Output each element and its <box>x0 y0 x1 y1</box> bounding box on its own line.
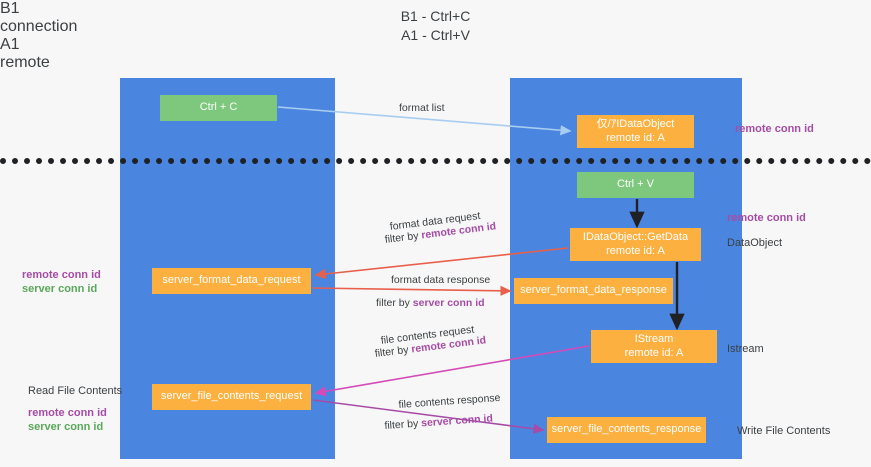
left-label-remote-conn-id-2: remote conn id <box>28 407 107 419</box>
left-label-read-file-contents: Read File Contents <box>28 385 123 397</box>
side-label-remote-conn-id-top: remote conn id <box>735 123 814 135</box>
lane-header-a1-name: A1 <box>0 36 20 53</box>
node-getdata-title: IDataObject::GetData <box>582 231 689 243</box>
node-server-file-contents-request[interactable]: server_file_contents_request <box>152 384 311 410</box>
page-title: B1 - Ctrl+C A1 - Ctrl+V <box>0 7 871 45</box>
lane-header-b1-role: connection <box>0 18 78 35</box>
side-label-istream: Istream <box>727 343 764 355</box>
side-label-write-file-contents: Write File Contents <box>737 425 831 437</box>
node-server-file-contents-response[interactable]: server_file_contents_response <box>547 417 706 443</box>
lane-header-b1-name: B1 <box>0 0 20 17</box>
node-server-format-data-request-label: server_format_data_request <box>162 274 301 287</box>
lane-header-b1: B1 connection <box>0 0 215 36</box>
page-title-line1: B1 - Ctrl+C <box>400 8 471 24</box>
left-label-server-conn-id-1: server conn id <box>22 283 98 295</box>
node-getdata-subtitle: remote id: A <box>606 244 665 257</box>
node-ctrl-c[interactable]: Ctrl + C <box>160 95 277 121</box>
edge-label-file-contents-response-filter: filter by server conn id <box>384 411 493 433</box>
page-title-line2: A1 - Ctrl+V <box>401 27 470 43</box>
node-data-object[interactable]: 仅/ｱIDataObject remote id: A <box>577 115 694 148</box>
node-server-file-contents-response-label: server_file_contents_response <box>551 423 702 436</box>
left-label-remote-conn-id-1: remote conn id <box>22 269 101 281</box>
node-ctrl-c-label: Ctrl + C <box>199 101 238 114</box>
node-istream[interactable]: IStream remote id: A <box>591 330 717 363</box>
node-data-object-title: 仅/ｱIDataObject <box>596 118 675 130</box>
node-server-file-contents-request-label: server_file_contents_request <box>160 390 303 403</box>
side-label-data-object: DataObject <box>727 237 783 249</box>
edge-label-format-data-response: format data response <box>391 274 491 286</box>
lane-header-a1: A1 remote <box>0 36 232 72</box>
section-divider <box>0 158 871 164</box>
filter-key-4: server conn id <box>420 412 494 430</box>
edge-label-format-data-response-filter: filter by server conn id <box>376 296 485 310</box>
node-server-format-data-response[interactable]: server_format_data_response <box>514 278 673 304</box>
node-istream-title: IStream <box>634 333 674 345</box>
filter-prefix-1: filter by <box>384 229 423 246</box>
node-ctrl-v[interactable]: Ctrl + V <box>577 172 694 198</box>
filter-prefix-4: filter by <box>384 417 422 432</box>
node-data-object-subtitle: remote id: A <box>606 131 665 144</box>
node-getdata[interactable]: IDataObject::GetData remote id: A <box>570 228 701 261</box>
left-label-group-format: remote conn id server conn id <box>22 268 101 296</box>
filter-key-2: server conn id <box>412 297 485 309</box>
node-server-format-data-response-label: server_format_data_response <box>520 284 667 297</box>
node-istream-subtitle: remote id: A <box>624 346 684 359</box>
node-ctrl-v-label: Ctrl + V <box>617 178 654 191</box>
edge-format-data-response <box>312 285 512 296</box>
edge-label-format-list: format list <box>399 102 445 114</box>
filter-prefix-3: filter by <box>374 343 413 360</box>
left-label-server-conn-id-2: server conn id <box>28 421 104 433</box>
side-label-remote-conn-id-mid: remote conn id <box>727 212 806 224</box>
left-label-group-file: Read File Contents remote conn id server… <box>28 384 122 434</box>
node-server-format-data-request[interactable]: server_format_data_request <box>152 268 311 294</box>
edge-label-file-contents-response: file contents response <box>398 391 501 411</box>
lane-header-a1-role: remote <box>0 54 50 71</box>
filter-prefix-2: filter by <box>376 297 413 309</box>
